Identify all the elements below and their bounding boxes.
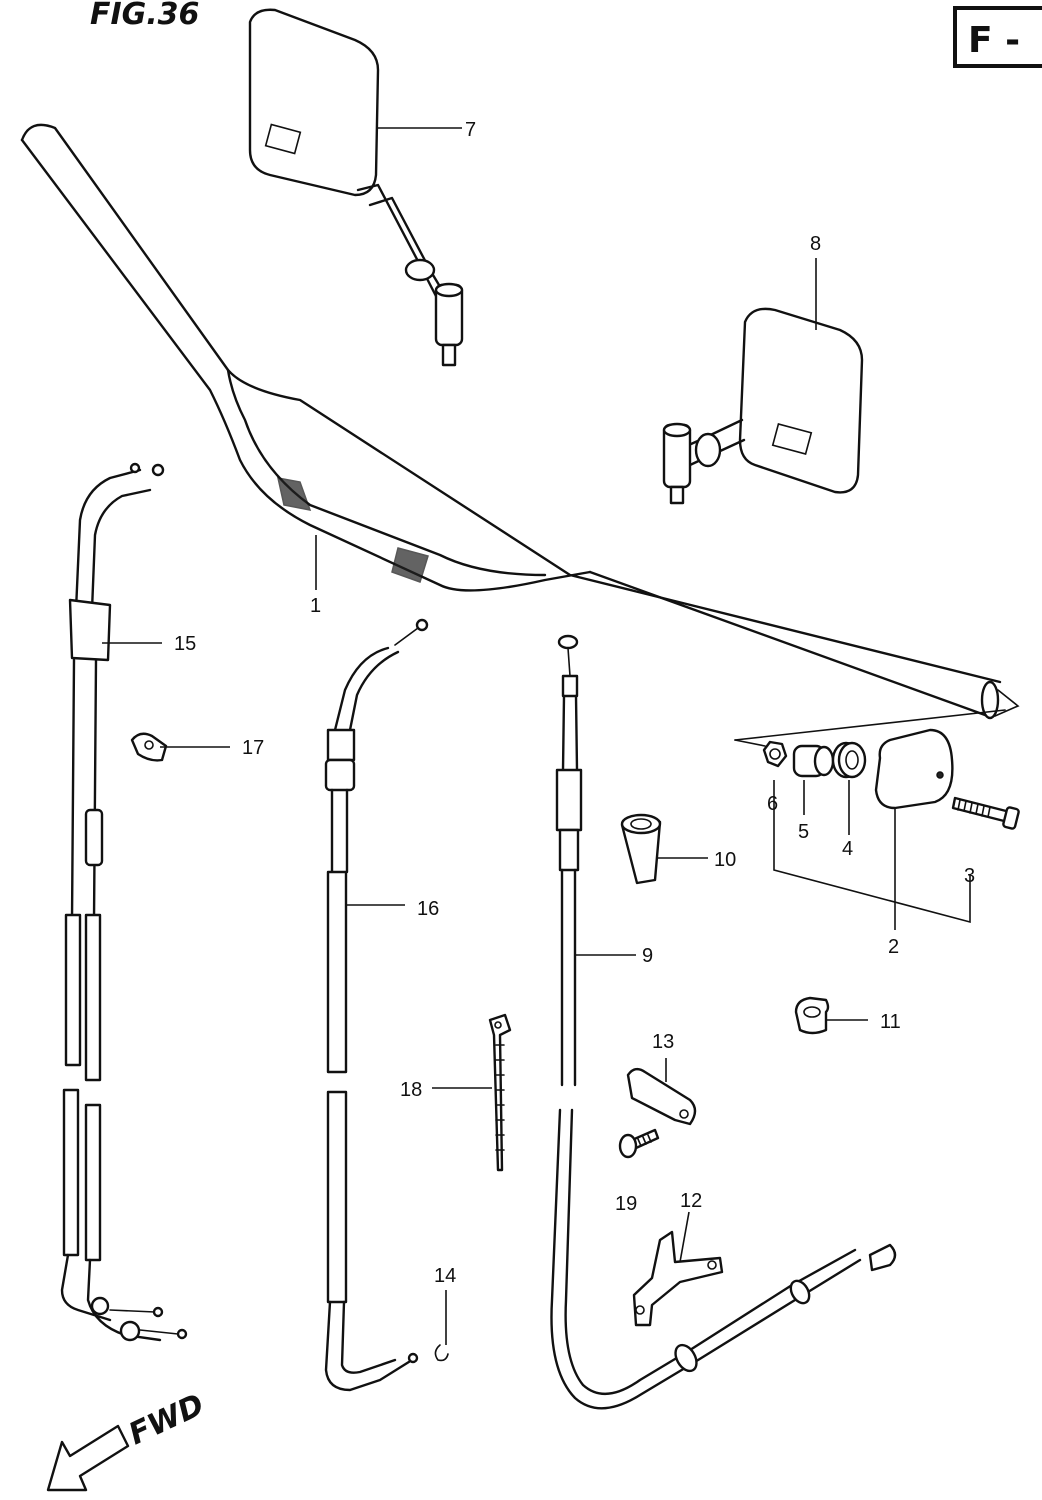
balancer-weight-part-2 [874,728,954,810]
nut-part-6 [762,740,788,768]
clamp-part-11 [794,996,830,1035]
callout-12: 12 [680,1190,702,1212]
mirror-left-part-7 [248,8,464,367]
screw-part-3 [951,796,1020,830]
callout-11: 11 [880,1011,901,1033]
callout-13: 13 [652,1031,674,1053]
callout-15: 15 [174,633,196,655]
callout-16: 16 [417,898,439,920]
callout-7: 7 [465,119,476,141]
figure-title: FIG.36 [90,0,199,32]
callout-9: 9 [642,945,653,967]
bolt-part-19 [618,1128,660,1159]
callout-labels: 1 2 3 4 5 6 7 8 9 10 11 12 13 14 15 16 1… [174,119,975,1287]
callout-3: 3 [964,865,975,887]
callout-5: 5 [798,821,809,843]
fwd-label: FWD [124,1387,210,1452]
bracket-part-13 [626,1067,697,1126]
forward-arrow-icon [46,1424,130,1492]
spacer-part-4 [831,741,867,779]
handlebar-part-1 [20,123,1020,720]
cable-part-16 [324,618,429,1392]
forward-direction-indicator: FWD [46,1387,210,1492]
callout-4: 4 [842,838,853,860]
section-badge: F - [953,6,1042,68]
callout-17: 17 [242,737,264,759]
callout-6: 6 [767,793,778,815]
cable-tie-part-18 [488,1013,512,1172]
callout-19: 19 [615,1193,637,1215]
bar-end-assembly [734,709,1020,830]
callout-10: 10 [714,849,736,871]
clip-part-14 [434,1344,449,1362]
clamp-part-17 [130,732,168,762]
handlebar-grip-pad [277,477,429,583]
throttle-cable-part-15 [60,462,188,1342]
callout-1: 1 [310,595,321,617]
section-badge-text: F - [968,20,1020,61]
callout-2: 2 [888,936,899,958]
mirror-right-part-8 [662,307,864,505]
callout-8: 8 [810,233,821,255]
callout-14: 14 [434,1265,456,1287]
grip-sleeve-part-10 [620,813,662,885]
leader-lines [102,127,971,1345]
bracket-part-12 [632,1230,724,1327]
cable-part-9 [550,634,897,1410]
collar-part-5 [792,744,835,778]
callout-18: 18 [400,1079,422,1101]
